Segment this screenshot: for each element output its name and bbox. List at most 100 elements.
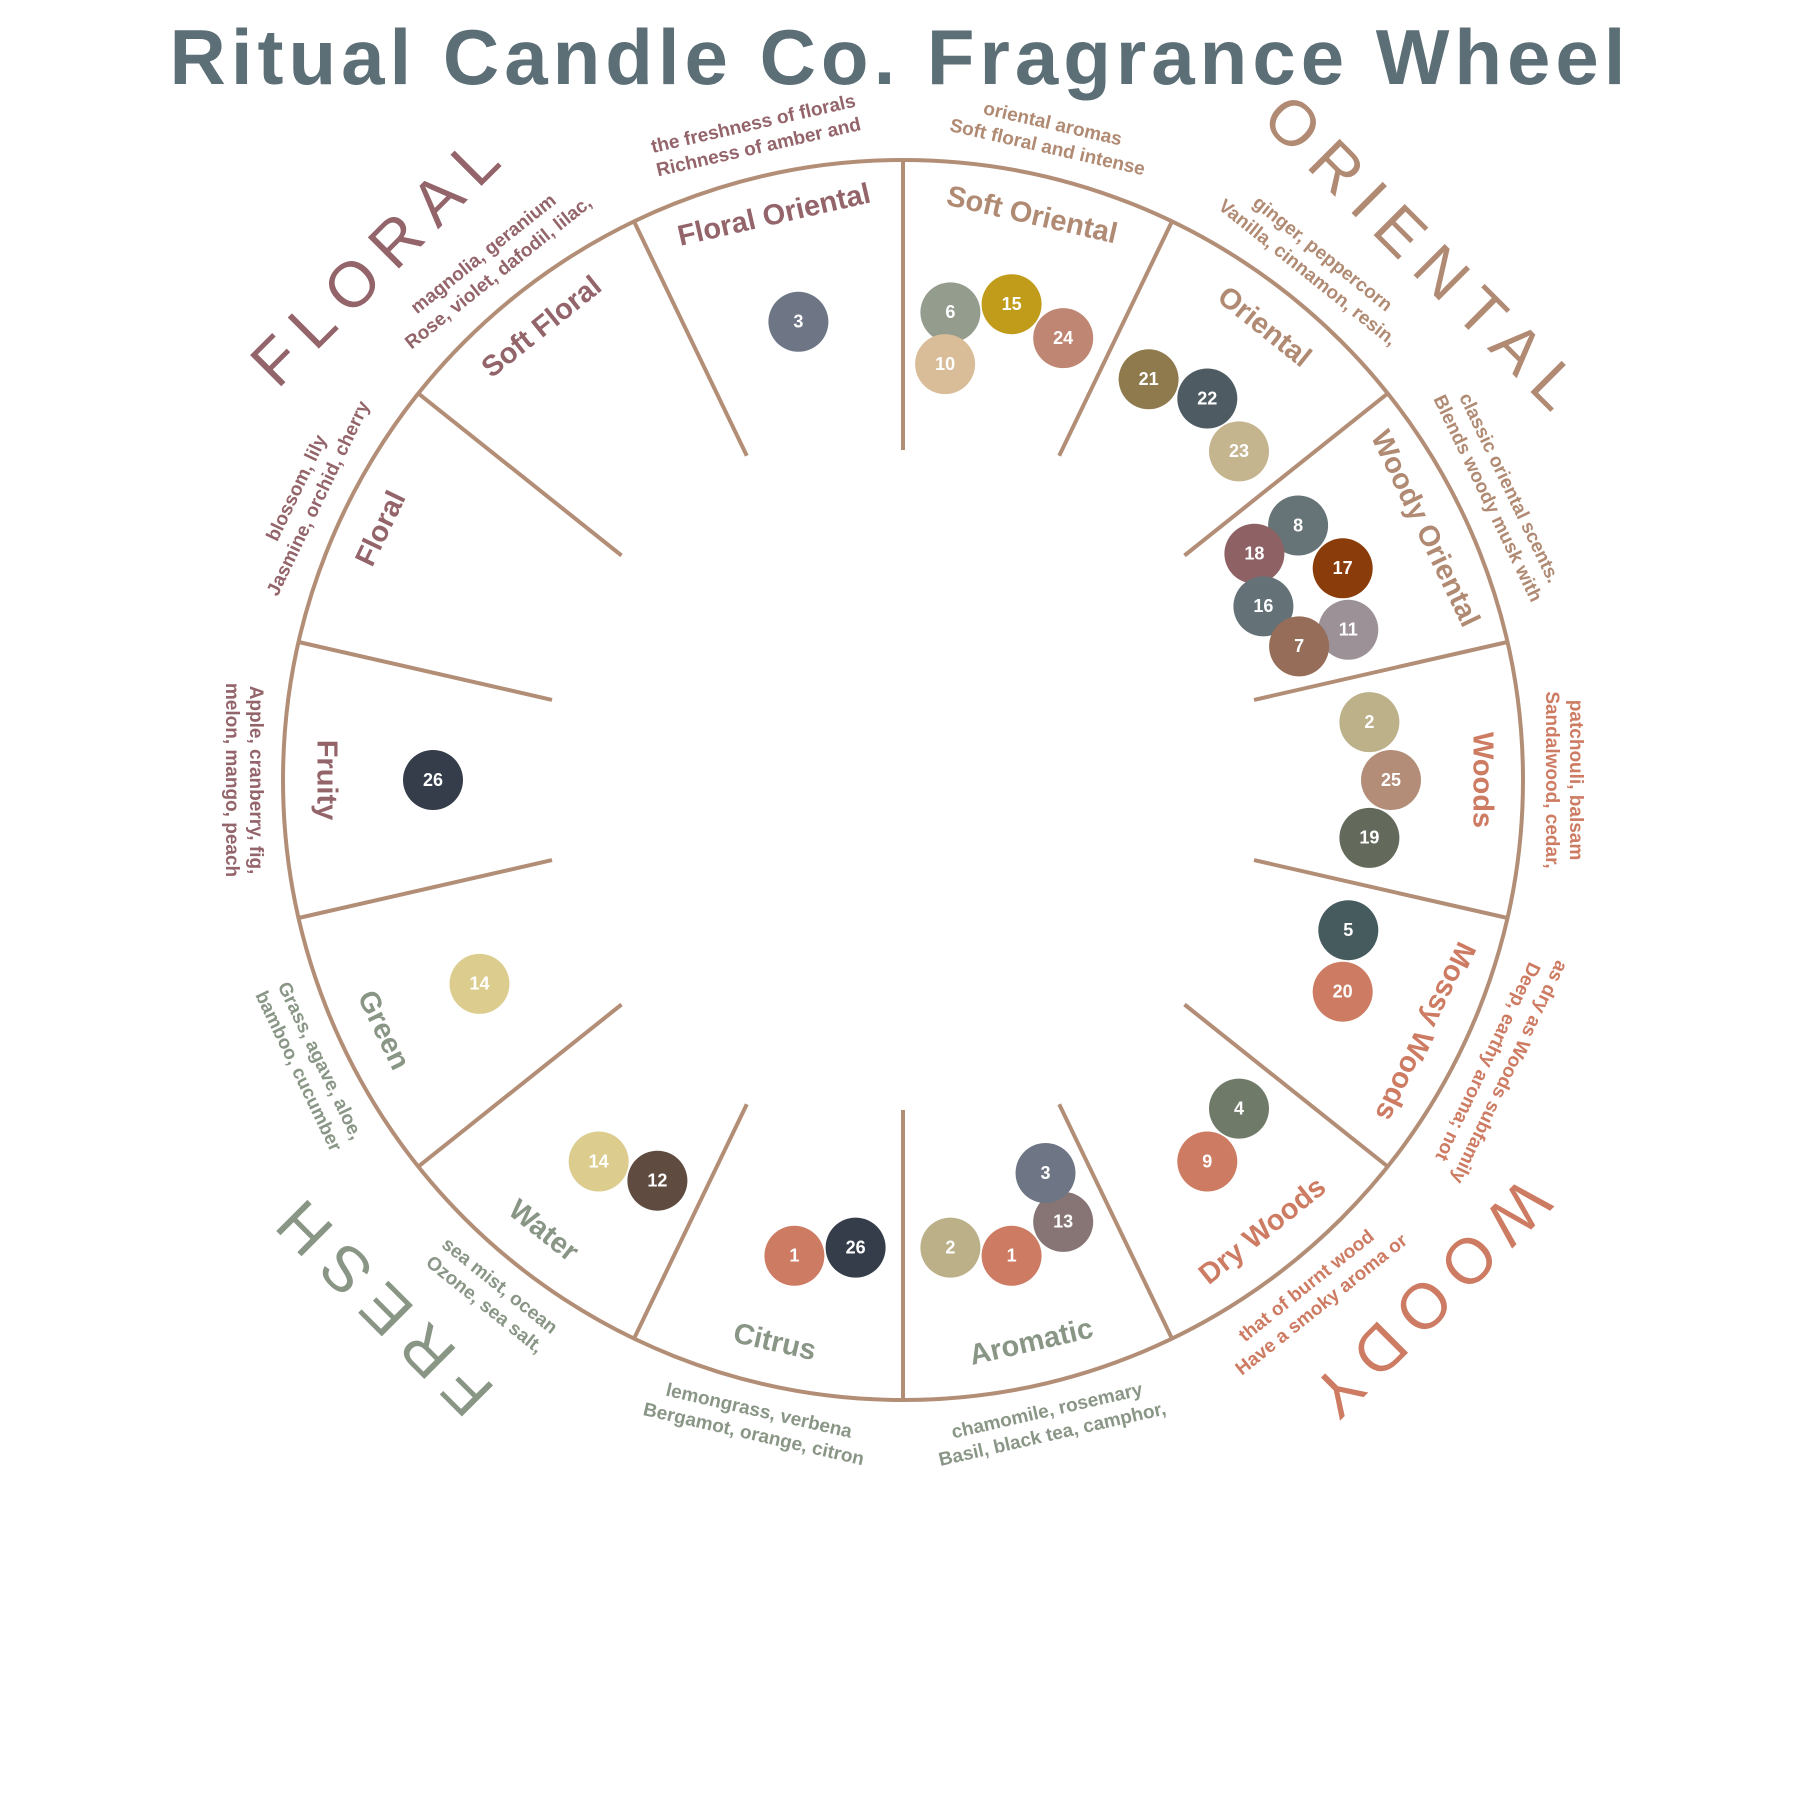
candle-dot[interactable] (1118, 349, 1179, 410)
candle-marker[interactable]: 11 (1318, 599, 1379, 660)
candle-marker[interactable]: 20 (1312, 961, 1373, 1022)
candle-marker[interactable]: 15 (981, 274, 1042, 335)
sector-divider (417, 1002, 623, 1169)
subfamily-label-woods: Woods (1466, 732, 1498, 828)
candle-number: 7 (1294, 636, 1304, 656)
candle-dot[interactable] (920, 282, 981, 343)
candle-dot[interactable] (1209, 421, 1269, 482)
subfamily-label-green: Green (351, 986, 416, 1075)
candle-number: 3 (1040, 1163, 1050, 1183)
candle-marker[interactable]: 16 (1233, 576, 1294, 637)
candle-number: 2 (945, 1237, 955, 1257)
subfamily-label-water: Water (502, 1194, 584, 1269)
candle-dot[interactable] (1312, 538, 1373, 599)
candle-number: 18 (1244, 543, 1264, 563)
candle-number: 16 (1253, 596, 1273, 616)
candle-marker[interactable]: 26 (825, 1217, 886, 1278)
candle-dot[interactable] (403, 750, 463, 810)
candle-dot[interactable] (1015, 1143, 1076, 1203)
candle-marker[interactable]: 26 (403, 750, 463, 810)
candle-marker[interactable]: 13 (1033, 1191, 1094, 1252)
candle-marker[interactable]: 23 (1209, 421, 1269, 482)
candle-dot[interactable] (1177, 368, 1238, 429)
candle-marker[interactable]: 17 (1312, 538, 1373, 599)
candle-marker[interactable]: 12 (627, 1150, 688, 1211)
candle-marker[interactable]: 22 (1177, 368, 1238, 429)
candle-marker[interactable]: 7 (1269, 616, 1330, 677)
sector-divider (298, 858, 553, 920)
sector-divider (632, 1103, 749, 1340)
sector-divider (1057, 1103, 1174, 1340)
candle-marker[interactable]: 5 (1318, 900, 1379, 961)
candle-dot[interactable] (1033, 1191, 1094, 1252)
candle-marker[interactable]: 6 (920, 282, 981, 343)
candle-dot[interactable] (1339, 807, 1400, 868)
candle-dot[interactable] (1268, 495, 1329, 556)
candle-dot[interactable] (1209, 1078, 1269, 1139)
candle-dot[interactable] (568, 1131, 629, 1192)
candle-dot[interactable] (1318, 599, 1379, 660)
candle-number: 26 (846, 1237, 866, 1257)
candle-number: 2 (1364, 712, 1374, 732)
candle-marker[interactable]: 8 (1268, 495, 1329, 556)
candle-marker[interactable]: 14 (449, 953, 510, 1014)
candle-number: 11 (1339, 620, 1358, 640)
candle-dot[interactable] (627, 1150, 688, 1211)
candle-dot[interactable] (768, 291, 829, 352)
candle-dot[interactable] (1269, 616, 1330, 677)
candle-dot[interactable] (981, 1225, 1042, 1286)
subfamily-desc-fruity: Apple, cranberry, fig, (245, 686, 266, 875)
candle-marker[interactable]: 24 (1033, 308, 1094, 369)
candle-dot[interactable] (1233, 576, 1294, 637)
candle-marker[interactable]: 10 (915, 334, 976, 395)
candle-dot[interactable] (825, 1217, 886, 1278)
candle-number: 4 (1234, 1098, 1244, 1118)
candle-dot[interactable] (449, 953, 510, 1014)
subfamily-label-floral-oriental: Floral Oriental (675, 178, 874, 253)
candle-dot[interactable] (981, 274, 1042, 335)
candle-marker[interactable]: 1 (981, 1225, 1042, 1286)
sector-divider (417, 391, 623, 558)
candle-dot[interactable] (1318, 900, 1379, 961)
candle-marker[interactable]: 2 (1339, 692, 1400, 753)
subfamily-label-floral: Floral (349, 486, 412, 571)
candle-marker[interactable]: 1 (764, 1225, 825, 1286)
candle-number: 8 (1293, 515, 1303, 535)
candle-dot[interactable] (1033, 308, 1094, 369)
candle-number: 14 (469, 974, 489, 994)
candle-dot[interactable] (915, 334, 976, 395)
candle-number: 22 (1197, 388, 1217, 408)
subfamily-label-oriental: Oriental (1211, 280, 1317, 373)
wheel-structure (281, 158, 1525, 1402)
candle-dot[interactable] (920, 1217, 981, 1278)
candle-dot[interactable] (1339, 692, 1400, 753)
candle-dot[interactable] (764, 1225, 825, 1286)
sector-divider (298, 640, 553, 702)
candle-marker[interactable]: 14 (568, 1131, 629, 1192)
sector-divider (1253, 640, 1508, 702)
candle-marker[interactable]: 21 (1118, 349, 1179, 410)
candle-marker[interactable]: 19 (1339, 807, 1400, 868)
candle-marker[interactable]: 4 (1209, 1078, 1269, 1139)
candle-number: 24 (1053, 328, 1073, 348)
candle-dot[interactable] (1177, 1131, 1238, 1192)
candle-number: 19 (1359, 828, 1379, 848)
candle-number: 25 (1381, 770, 1401, 790)
candle-dot[interactable] (1361, 750, 1421, 810)
candle-marker[interactable]: 2 (920, 1217, 981, 1278)
candle-marker[interactable]: 3 (768, 291, 829, 352)
candle-dot[interactable] (1312, 961, 1373, 1022)
candle-marker[interactable]: 3 (1015, 1143, 1076, 1203)
page-title: Ritual Candle Co. Fragrance Wheel (169, 13, 1631, 101)
subfamily-desc-fruity: melon, mango, peach (221, 683, 242, 877)
sector-divider (1057, 220, 1174, 457)
candle-dot[interactable] (1224, 523, 1285, 584)
candle-marker[interactable]: 25 (1361, 750, 1421, 810)
candle-marker[interactable]: 18 (1224, 523, 1285, 584)
candle-marker[interactable]: 9 (1177, 1131, 1238, 1192)
candle-number: 20 (1333, 981, 1353, 1001)
